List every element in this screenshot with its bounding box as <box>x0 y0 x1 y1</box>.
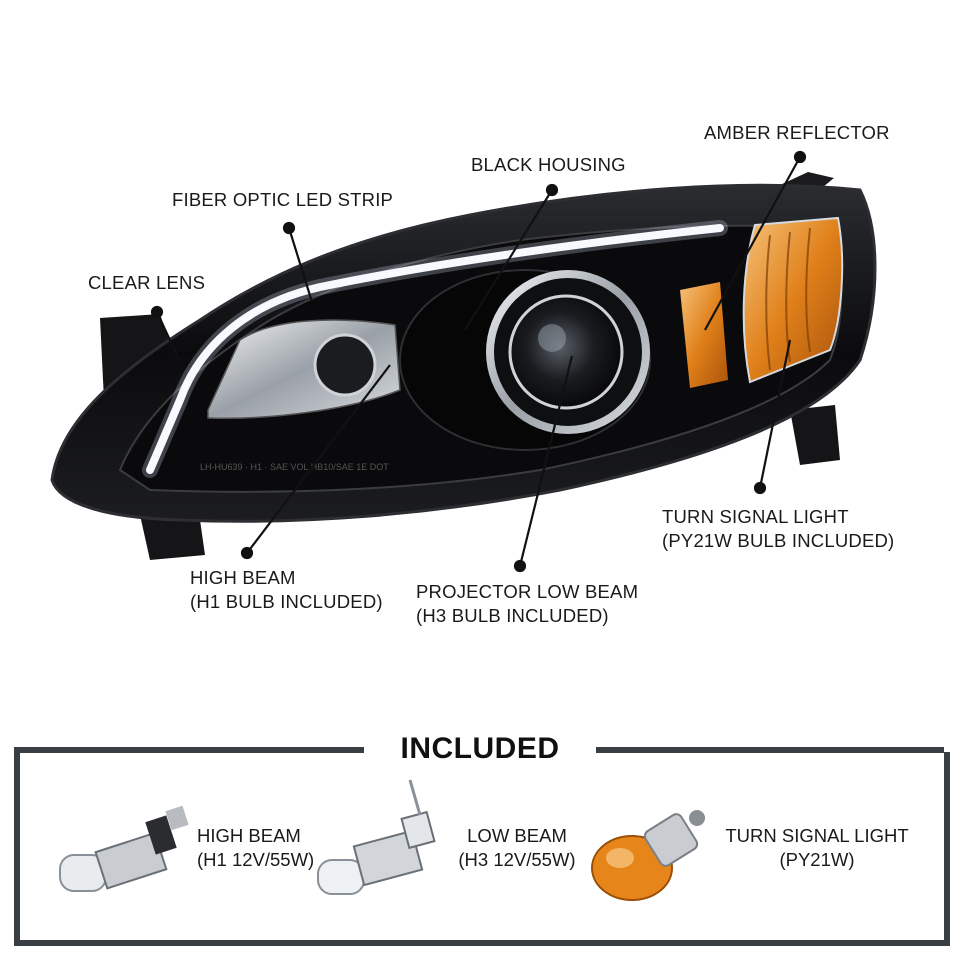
mount-tab-right <box>790 405 840 465</box>
included-turn-signal-label: TURN SIGNAL LIGHT (PY21W) <box>712 824 922 872</box>
mount-tab-bottom-left <box>140 515 205 560</box>
high-beam-line2: (H1 BULB INCLUDED) <box>190 591 383 612</box>
label-high-beam: HIGH BEAM (H1 BULB INCLUDED) <box>190 566 383 614</box>
included-low-beam-label: LOW BEAM (H3 12V/55W) <box>452 824 582 872</box>
included-low-beam-line2: (H3 12V/55W) <box>458 849 576 870</box>
label-projector-low-beam: PROJECTOR LOW BEAM (H3 BULB INCLUDED) <box>416 580 638 628</box>
label-turn-signal: TURN SIGNAL LIGHT (PY21W BULB INCLUDED) <box>662 505 894 553</box>
included-high-beam-line1: HIGH BEAM <box>197 825 301 846</box>
h3-bulb-icon <box>317 779 436 895</box>
included-frame <box>14 752 950 946</box>
included-frame-top-right <box>596 747 944 753</box>
mount-tab-top <box>780 172 834 196</box>
label-clear-lens: CLEAR LENS <box>88 272 206 293</box>
included-frame-top-left <box>14 747 364 753</box>
label-amber-reflector: AMBER REFLECTOR <box>704 122 890 143</box>
turn-signal-line1: TURN SIGNAL LIGHT <box>662 506 849 527</box>
turn-signal-line2: (PY21W BULB INCLUDED) <box>662 530 895 551</box>
low-beam-line1: PROJECTOR LOW BEAM <box>416 581 639 602</box>
included-high-beam-label: HIGH BEAM (H1 12V/55W) <box>197 824 314 872</box>
amber-reflector-dot <box>793 150 807 164</box>
headlight-illustration: LH-HU639 · H1 · SAE VOL HB10/SAE 1E DOT <box>50 150 877 573</box>
included-title: INCLUDED <box>400 732 560 765</box>
label-black-housing: BLACK HOUSING <box>471 154 626 175</box>
label-fiber-optic-led-strip: FIBER OPTIC LED STRIP <box>172 189 394 210</box>
included-low-beam-line1: LOW BEAM <box>467 825 567 846</box>
included-high-beam-line2: (H1 12V/55W) <box>197 849 315 870</box>
fiber-optic-dot <box>282 221 296 235</box>
low-beam-dot <box>513 559 527 573</box>
turn-signal-dot <box>753 481 767 495</box>
projector-lens <box>508 294 624 410</box>
black-housing-dot <box>545 183 559 197</box>
clear-lens-dot <box>150 305 164 319</box>
included-turn-signal-line1: TURN SIGNAL LIGHT <box>725 825 909 846</box>
svg-text:LH-HU639 · H1 · SAE VOL HB10/S: LH-HU639 · H1 · SAE VOL HB10/SAE 1E DOT <box>200 462 389 472</box>
py21w-bulb-icon <box>591 810 705 901</box>
high-beam-bulb-cap <box>313 333 377 397</box>
high-beam-line1: HIGH BEAM <box>190 567 296 588</box>
fiber-optic-led-strip <box>146 224 724 474</box>
h1-bulb-icon <box>59 805 189 892</box>
included-turn-signal-line2: (PY21W) <box>779 849 855 870</box>
low-beam-line2: (H3 BULB INCLUDED) <box>416 605 609 626</box>
high-beam-dot <box>240 546 254 560</box>
